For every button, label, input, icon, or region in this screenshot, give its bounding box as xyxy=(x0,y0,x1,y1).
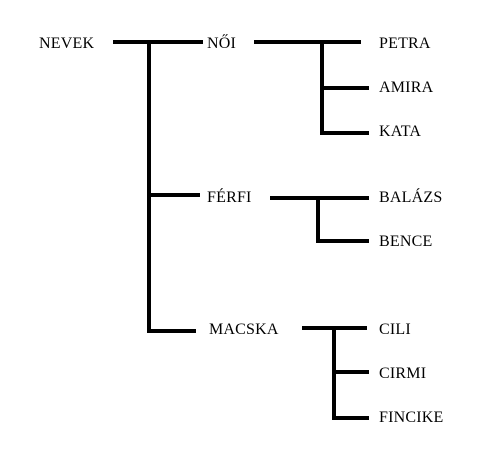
branch-label-macska: MACSKA xyxy=(209,321,279,338)
leaf-label-amira: AMIRA xyxy=(379,79,434,96)
leaf-label-cili: CILI xyxy=(379,321,411,338)
leaf-label-kata: KATA xyxy=(379,123,422,140)
branch-label-noi: NŐI xyxy=(207,35,237,52)
leaf-label-bence: BENCE xyxy=(379,233,433,250)
leaf-label-cirmi: CIRMI xyxy=(379,365,427,382)
root-node-label: NEVEK xyxy=(39,35,95,52)
leaf-label-petra: PETRA xyxy=(379,35,431,52)
branch-label-ferfi: FÉRFI xyxy=(207,189,252,206)
leaf-label-balazs: BALÁZS xyxy=(379,189,443,206)
leaf-label-fincike: FINCIKE xyxy=(379,409,444,426)
